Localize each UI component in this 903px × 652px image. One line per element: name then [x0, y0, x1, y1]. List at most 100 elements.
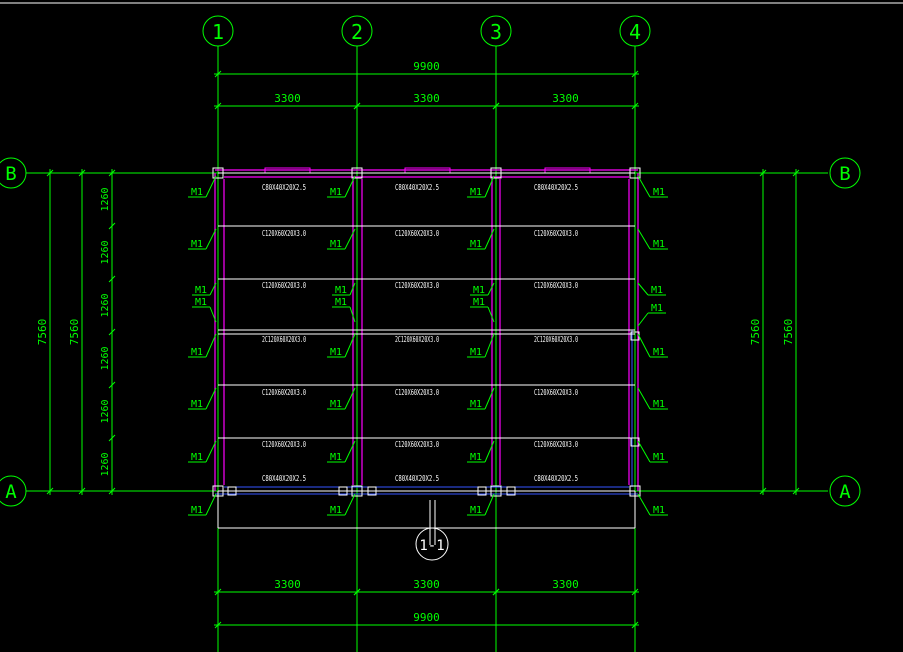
axis-label-B-left: B — [5, 163, 16, 185]
tag-m1-col3-6-leader — [484, 493, 495, 516]
bracket-plate-2 — [367, 486, 377, 496]
tag-m1-col2-2: M1 — [335, 285, 347, 296]
tag-m1-col3-1: M1 — [470, 239, 482, 250]
tag-m1-col2-5-leader — [344, 440, 356, 463]
tag-m1-col4-2: M1 — [651, 285, 663, 296]
tag-m1-col4-extra-leader — [637, 312, 649, 327]
tag-m1-col2-4-leader — [344, 387, 356, 410]
tag-m1-col4-0-leader — [637, 175, 651, 198]
tag-m1-col2-3-leader — [344, 333, 356, 358]
tag-m1-col4-1-leader — [637, 228, 651, 250]
dimension-tick — [631, 102, 639, 110]
beam-label: C80X40X20X2.5 — [395, 474, 439, 483]
tag-m1-col2-0: M1 — [330, 187, 342, 198]
dimension-tick — [792, 169, 800, 177]
axis-label-A-left: A — [5, 481, 17, 503]
tag-m1-col1-5-leader — [205, 440, 217, 463]
tag-m1-col3-2: M1 — [473, 285, 485, 296]
axis-bubble-1 — [202, 15, 234, 47]
tag-m1-col1-2: M1 — [195, 285, 207, 296]
tag-m1-col2-extra-leader — [349, 306, 356, 323]
tag-m1-col1-extra: M1 — [195, 297, 207, 308]
axis-bubble-2 — [341, 15, 373, 47]
axis-bubble-4 — [619, 15, 651, 47]
tag-m1-col2-2-leader — [349, 282, 356, 296]
tag-m1-col1-1-leader — [205, 228, 217, 250]
tag-m1-col1-3: M1 — [191, 347, 203, 358]
bracket-plate-3 — [477, 486, 487, 496]
dimension-tick — [631, 588, 639, 596]
tag-m1-col4-5-leader — [637, 440, 651, 463]
beam-label: C120X60X20X3.0 — [534, 229, 578, 238]
tag-m1-col1-extra-leader — [209, 306, 217, 323]
dimension-tick — [631, 70, 639, 78]
dimension-tick — [214, 588, 222, 596]
tag-m1-col4-6: M1 — [653, 505, 665, 516]
section-marker-circle — [415, 527, 449, 561]
tag-m1-col1-5: M1 — [191, 452, 203, 463]
axis-bubble-B-right — [829, 157, 861, 189]
tag-m1-col2-6-leader — [344, 493, 356, 516]
dimension-tick — [353, 102, 361, 110]
dimension-tick — [492, 588, 500, 596]
beam-label: C120X60X20X3.0 — [395, 440, 439, 449]
dimension-tick — [759, 169, 767, 177]
tag-m1-col2-extra: M1 — [335, 297, 347, 308]
tag-m1-col3-0: M1 — [470, 187, 482, 198]
column-plate-3A — [490, 485, 502, 497]
dimension-tick — [759, 487, 767, 495]
tag-m1-col1-6: M1 — [191, 505, 203, 516]
dimension-tick — [353, 588, 361, 596]
tag-m1-col3-2-leader — [487, 282, 495, 296]
dim-row-span-2: 1260 — [100, 293, 111, 317]
axis-label-4: 4 — [629, 20, 641, 44]
beam-label: C80X40X20X2.5 — [534, 183, 578, 192]
tag-m1-col2-5: M1 — [330, 452, 342, 463]
bracket-plate-0 — [227, 486, 237, 496]
tag-m1-col3-1-leader — [484, 228, 495, 250]
column-plate-4B — [629, 167, 641, 179]
tag-m1-col2-0-leader — [344, 175, 356, 198]
tag-m1-col3-extra: M1 — [473, 297, 485, 308]
column-plate-2A — [351, 485, 363, 497]
tag-m1-col1-0-leader — [205, 175, 217, 198]
dim-span-top-0-text: 3300 — [274, 92, 301, 105]
tag-m1-col3-6: M1 — [470, 505, 482, 516]
beam-label: C120X60X20X3.0 — [534, 388, 578, 397]
dimension-tick — [46, 487, 54, 495]
dimension-tick — [214, 621, 222, 629]
tag-m1-col1-6-leader — [205, 493, 217, 516]
beam-label: C120X60X20X3.0 — [534, 281, 578, 290]
tag-m1-col4-5: M1 — [653, 452, 665, 463]
dimension-tick — [631, 621, 639, 629]
tag-m1-col3-4-leader — [484, 387, 495, 410]
dimension-tick — [214, 102, 222, 110]
column-plate-3B — [490, 167, 502, 179]
tag-m1-col4-4-leader — [637, 387, 651, 410]
dimension-tick — [214, 70, 222, 78]
beam-label: 2C120X60X20X3.0 — [534, 335, 578, 344]
dimension-tick — [78, 487, 86, 495]
dimension-tick — [108, 275, 116, 283]
column-plate-2B — [351, 167, 363, 179]
dim-row-span-4: 1260 — [100, 399, 111, 423]
tag-m1-col4-0: M1 — [653, 187, 665, 198]
dim-span-bottom-0-text: 3300 — [274, 578, 301, 591]
beam-label: C80X40X20X2.5 — [534, 474, 578, 483]
section-marker-text: 1-1 — [419, 538, 444, 554]
beam-label: C120X60X20X3.0 — [395, 388, 439, 397]
dimension-tick — [78, 169, 86, 177]
beam-label: C120X60X20X3.0 — [262, 229, 306, 238]
tag-m1-col3-3: M1 — [470, 347, 482, 358]
beam-label: C80X40X20X2.5 — [262, 183, 306, 192]
tag-m1-col3-3-leader — [484, 333, 495, 358]
tag-m1-col1-1: M1 — [191, 239, 203, 250]
tag-m1-col2-1: M1 — [330, 239, 342, 250]
tag-m1-col1-4: M1 — [191, 399, 203, 410]
tag-m1-col4-3: M1 — [653, 347, 665, 358]
tag-m1-col3-0-leader — [484, 175, 495, 198]
beam-label: C80X40X20X2.5 — [395, 183, 439, 192]
axis-label-2: 2 — [351, 20, 363, 44]
tag-m1-col4-2-leader — [637, 282, 649, 296]
